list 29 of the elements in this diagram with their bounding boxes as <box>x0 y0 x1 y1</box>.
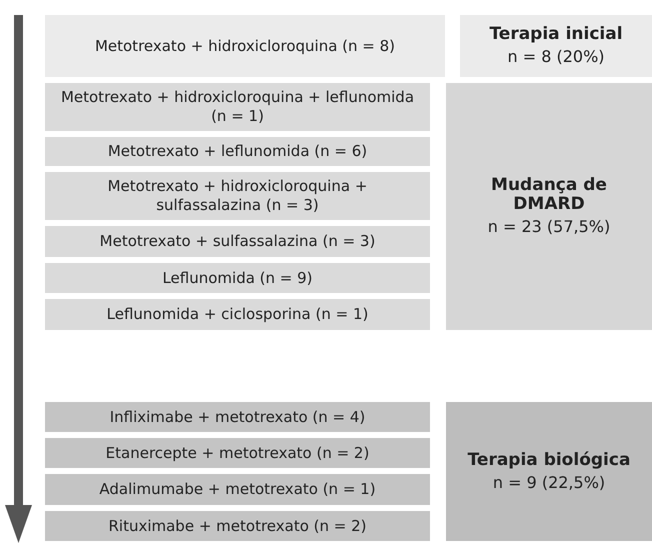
therapy-box <box>45 172 430 220</box>
therapy-text: Adalimumabe + metotrexato (n = 1) <box>99 480 376 499</box>
count-text: n = 8 (20%) <box>507 47 605 67</box>
therapy-box <box>45 83 430 131</box>
therapy-text: Leflunomida (n = 9) <box>162 268 313 288</box>
category-panel <box>446 402 652 541</box>
therapy-box <box>45 263 430 293</box>
therapy-box <box>45 438 430 468</box>
category-heading: Terapia biológica <box>468 450 630 470</box>
therapy-text: Infliximabe + metotrexato (n = 4) <box>110 408 366 426</box>
therapy-box <box>45 137 430 166</box>
therapy-box <box>45 402 430 432</box>
therapy-box <box>45 226 430 257</box>
therapy-box <box>45 511 430 541</box>
therapy-text: Metotrexato + hidroxicloroquina + sulfassalazina (n = 3) <box>106 177 368 215</box>
therapy-text: Rituximabe + metotrexato (n = 2) <box>108 516 367 536</box>
category-panel <box>446 83 652 330</box>
therapy-text: Metotrexato + sulfassalazina (n = 3) <box>100 232 376 251</box>
therapy-text: Etanercepte + metotrexato (n = 2) <box>106 444 370 462</box>
count-text: n = 9 (22,5%) <box>492 472 606 492</box>
therapy-text: Metotrexato + hidroxicloroquina (n = 8) <box>94 36 396 56</box>
therapy-box <box>45 299 430 330</box>
category-heading: Terapia inicial <box>489 25 623 44</box>
category-heading: Mudança de DMARD <box>490 176 608 214</box>
count-text: n = 23 (57,5%) <box>488 217 610 237</box>
therapy-text: Metotrexato + hidroxicloroquina + leflunomida (n = 1) <box>60 88 416 126</box>
therapy-text: Metotrexato + leflunomida (n = 6) <box>108 142 368 161</box>
therapy-text: Leflunomida + ciclosporina (n = 1) <box>106 305 368 324</box>
therapy-box <box>45 474 430 505</box>
